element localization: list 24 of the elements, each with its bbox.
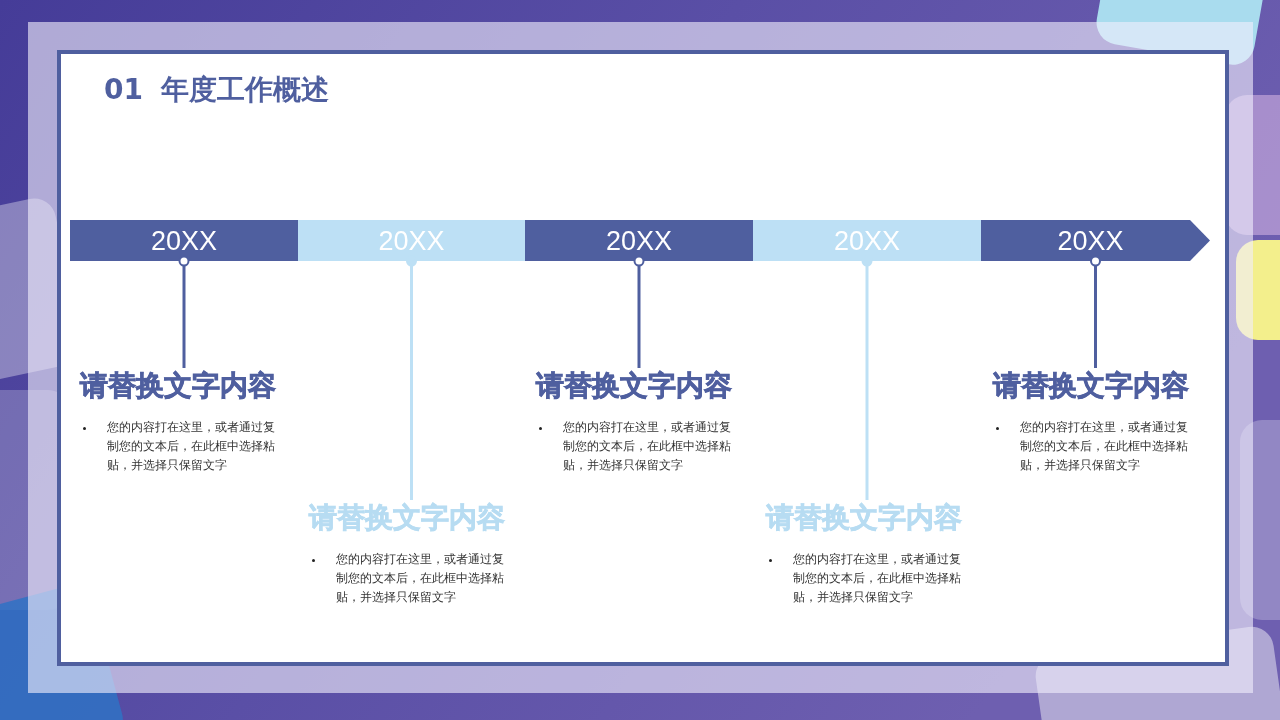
item-heading: 请替换文字内容 bbox=[993, 368, 1189, 404]
year-label: 20XX bbox=[1057, 224, 1124, 257]
item-description: 您的内容打在这里，或者通过复制您的文本后，在此框中选择粘贴，并选择只保留文字 bbox=[107, 419, 276, 474]
timeline-segment bbox=[70, 220, 298, 261]
timeline-segment bbox=[525, 220, 753, 261]
slide-title: 01 年度工作概述 bbox=[104, 72, 329, 108]
timeline-segment bbox=[753, 220, 981, 261]
item-description: 您的内容打在这里，或者通过复制您的文本后，在此框中选择粘贴，并选择只保留文字 bbox=[563, 419, 732, 474]
item-heading: 请替换文字内容 bbox=[766, 500, 962, 536]
item-description: 您的内容打在这里，或者通过复制您的文本后，在此框中选择粘贴，并选择只保留文字 bbox=[1020, 419, 1189, 474]
connector-line bbox=[1090, 255, 1101, 368]
item-heading: 请替换文字内容 bbox=[536, 368, 732, 404]
year-label: 20XX bbox=[833, 224, 901, 257]
timeline-arrow-segment bbox=[981, 220, 1210, 261]
item-heading: 请替换文字内容 bbox=[80, 368, 276, 404]
year-label: 20XX bbox=[378, 224, 445, 257]
item-description: 您的内容打在这里，或者通过复制您的文本后，在此框中选择粘贴，并选择只保留文字 bbox=[793, 551, 962, 606]
item-heading: 请替换文字内容 bbox=[309, 500, 505, 536]
connector-line bbox=[178, 255, 190, 368]
connector-line bbox=[633, 255, 645, 368]
year-label: 20XX bbox=[605, 224, 673, 257]
item-description: 您的内容打在这里，或者通过复制您的文本后，在此框中选择粘贴，并选择只保留文字 bbox=[336, 551, 505, 606]
year-label: 20XX bbox=[150, 224, 218, 257]
timeline-segment bbox=[298, 220, 525, 261]
